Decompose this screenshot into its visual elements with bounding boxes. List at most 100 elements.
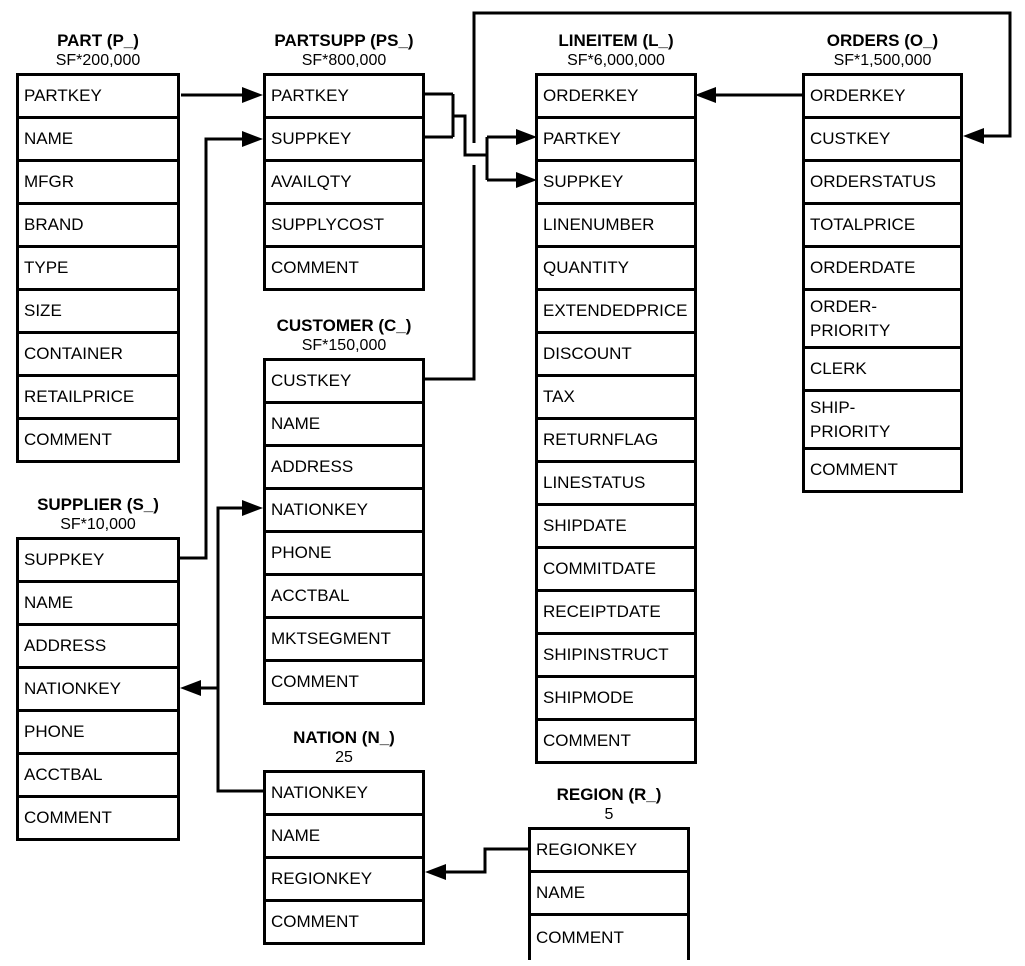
field-row-regionkey: REGIONKEY [266,859,422,902]
table-lineitem-cardinality: SF*6,000,000 [567,52,665,69]
field-row-supplycost: SUPPLYCOST [266,205,422,248]
edge-customer-orders [425,11,1012,381]
field-row-address: ADDRESS [19,626,177,669]
field-row-acctbal: ACCTBAL [266,576,422,619]
field-row-comment: COMMENT [536,928,624,947]
field-row-nationkey: NATIONKEY [19,669,177,712]
field-row-size: SIZE [19,291,177,334]
field-row-name: NAME [19,583,177,626]
arrowhead-into-orders-custkey [963,128,984,144]
field-row-retailprice: RETAILPRICE [19,377,177,420]
field-row-orderkey: ORDERKEY [805,76,960,119]
field-row-phone: PHONE [266,533,422,576]
field-row-phone: PHONE [19,712,177,755]
edge-region-nation [446,847,528,874]
field-row-comment: COMMENT [271,912,359,931]
field-row-mfgr: MFGR [19,162,177,205]
field-row-custkey: CUSTKEY [805,119,960,162]
table-supplier-title: SUPPLIER (S_) [37,495,159,514]
field-row-tax: TAX [538,377,694,420]
field-row-suppkey: SUPPKEY [266,119,422,162]
field-row-comment: COMMENT [271,258,359,277]
arrowhead-into-customer-nationkey [242,500,263,516]
table-region-cardinality: 5 [604,806,614,823]
arrowhead-into-lineitem-suppkey [516,172,537,188]
field-row-shipmode: SHIPMODE [538,678,694,721]
field-row-totalprice: TOTALPRICE [805,205,960,248]
field-row-mktsegment: MKTSEGMENT [266,619,422,662]
field-row-clerk: CLERK [805,349,960,392]
field-row-partkey: PARTKEY [19,76,177,119]
arrowhead-into-partsupp-suppkey [242,131,263,147]
field-row-linestatus: LINESTATUS [538,463,694,506]
field-row-discount: DISCOUNT [538,334,694,377]
field-row-shipdate: SHIPDATE [538,506,694,549]
field-row-shippriority: SHIP-PRIORITY [805,392,960,450]
field-row-suppkey: SUPPKEY [538,162,694,205]
field-row-availqty: AVAILQTY [266,162,422,205]
arrowhead-into-lineitem-partkey [516,129,537,145]
field-row-name: NAME [19,119,177,162]
field-row-orderstatus: ORDERSTATUS [805,162,960,205]
field-row-partkey: PARTKEY [538,119,694,162]
field-row-comment: COMMENT [24,430,112,449]
field-row-extendedprice: EXTENDEDPRICE [538,291,694,334]
field-row-suppkey: SUPPKEY [19,540,177,583]
field-row-orderdate: ORDERDATE [805,248,960,291]
table-nation-title: NATION (N_) [293,728,395,747]
field-row-commitdate: COMMITDATE [538,549,694,592]
field-row-type: TYPE [19,248,177,291]
field-row-acctbal: ACCTBAL [19,755,177,798]
field-row-orderkey: ORDERKEY [538,76,694,119]
table-supplier-cardinality: SF*10,000 [60,516,136,533]
field-row-brand: BRAND [19,205,177,248]
field-row-comment: COMMENT [810,460,898,479]
arrowhead-into-nation-regionkey [425,864,446,880]
edge-supplier-partsupp [180,137,242,560]
table-orders-cardinality: SF*1,500,000 [833,52,932,69]
field-row-comment: COMMENT [271,672,359,691]
field-row-shipinstruct: SHIPINSTRUCT [538,635,694,678]
field-row-returnflag: RETURNFLAG [538,420,694,463]
arrowhead-into-supplier-nationkey [180,680,201,696]
edge-partsupp-lineitem [425,92,516,182]
table-lineitem-title: LINEITEM (L_) [558,31,674,50]
field-row-partkey: PARTKEY [266,76,422,119]
field-row-linenumber: LINENUMBER [538,205,694,248]
table-nation-cardinality: 25 [335,749,353,766]
table-customer-cardinality: SF*150,000 [301,337,387,354]
field-row-name: NAME [266,404,422,447]
field-row-name: NAME [531,873,687,916]
table-part-cardinality: SF*200,000 [55,52,141,69]
field-row-container: CONTAINER [19,334,177,377]
table-customer-title: CUSTOMER (C_) [276,316,412,335]
field-row-address: ADDRESS [266,447,422,490]
table-region-title: REGION (R_) [556,785,662,804]
field-row-comment: COMMENT [24,808,112,827]
table-orders-title: ORDERS (O_) [826,31,939,50]
edge-nation-customer-supplier [201,506,263,793]
field-row-receiptdate: RECEIPTDATE [538,592,694,635]
field-row-nationkey: NATIONKEY [266,773,422,816]
field-row-nationkey: NATIONKEY [266,490,422,533]
table-partsupp-cardinality: SF*800,000 [301,52,387,69]
table-part-title: PART (P_) [57,31,139,50]
arrowhead-into-lineitem-orderkey [695,87,716,103]
field-row-name: NAME [266,816,422,859]
field-row-custkey: CUSTKEY [266,361,422,404]
